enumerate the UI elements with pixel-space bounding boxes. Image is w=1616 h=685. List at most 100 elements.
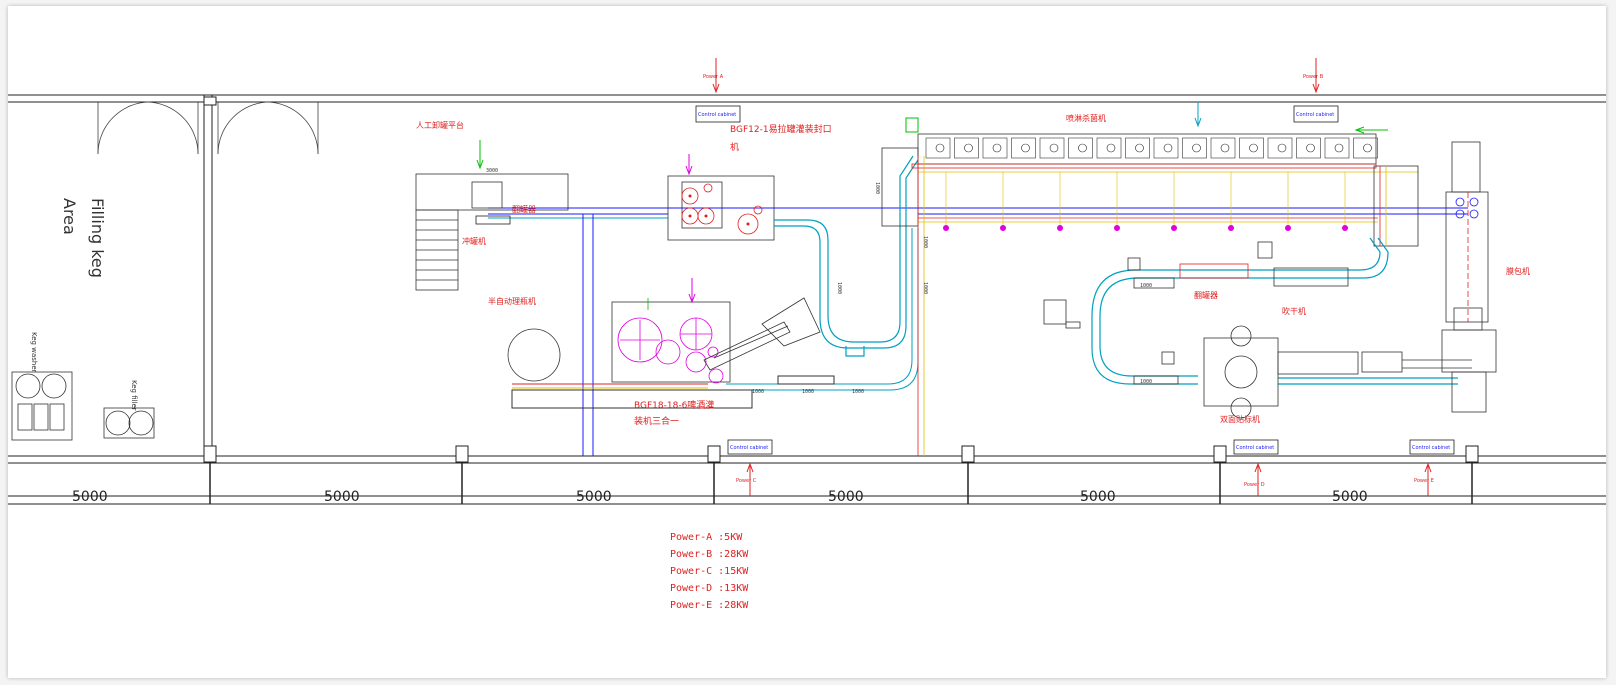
sdim-3: 1000 [802, 389, 814, 395]
spray-nozzle-icon [1306, 143, 1315, 153]
warmer-2 [1127, 241, 1349, 385]
spray-nozzle-icon [1220, 143, 1230, 153]
bcf12-machine [667, 175, 775, 241]
power-label-e: Power E [1414, 478, 1434, 484]
label-labeler: 双面贴标机 [1220, 414, 1260, 424]
conveyor-curve-1 [774, 155, 919, 357]
spray-nozzle-icon [1106, 143, 1116, 153]
power-line-a: Power-A :5KW [670, 532, 743, 543]
spray-unit [1210, 137, 1236, 159]
spray-nozzle-icon [992, 143, 1002, 153]
label-can-rinser: 冲罐机 [462, 236, 486, 246]
spray-nozzle-icon [964, 143, 973, 153]
spray-valve-icon [1228, 225, 1234, 231]
label-dryer: 吹干机 [1282, 306, 1306, 316]
spray-sterilizer [881, 133, 1419, 456]
power-label-a: Power A [703, 74, 724, 80]
spray-unit [1296, 137, 1321, 159]
power-line-d: Power-D :13KW [670, 583, 749, 594]
spray-nozzle-icon [1363, 143, 1372, 153]
can-rinser-station [415, 173, 569, 291]
bcf18-machine [611, 298, 731, 384]
building-walls [8, 94, 1606, 505]
spray-unit [1324, 137, 1350, 159]
spray-valve-icon [1285, 225, 1291, 231]
label-bcf12-2: 机 [730, 141, 739, 153]
small-dimension-labels: 3000 1000 1000 1000 1000 1000 1000 1000 … [486, 168, 1152, 395]
green-arrow-1 [476, 140, 484, 170]
spray-unit [1182, 137, 1207, 159]
spray-nozzle-icon [1021, 143, 1030, 153]
cabinet-label-2: Control cabinet [1296, 112, 1334, 118]
dim-1: 5000 [72, 489, 108, 505]
dimension-ticks [209, 463, 1473, 504]
power-summary: Power-A :5KW Power-B :28KW Power-C :15KW… [670, 532, 749, 611]
doors [97, 101, 319, 155]
spray-unit [1039, 137, 1065, 159]
spray-nozzle-icon [1049, 143, 1059, 153]
spray-nozzle-icon [1334, 143, 1344, 153]
conveyor-main [488, 207, 1468, 456]
spray-unit [1096, 137, 1122, 159]
spray-nozzle-icon [1078, 143, 1087, 153]
power-line-c: Power-C :15KW [670, 566, 749, 577]
spray-unit [1267, 137, 1293, 159]
inclined-conveyor [703, 297, 821, 371]
spray-nozzle-icon [1192, 143, 1201, 153]
spray-nozzle-icon [1277, 143, 1287, 153]
power-arrow-labels: Power A Power B Power C Power D Power E [703, 74, 1434, 488]
dim-5: 5000 [1080, 489, 1116, 505]
power-line-b: Power-B :28KW [670, 549, 749, 560]
conveyor-lower [511, 228, 919, 409]
power-arrows [712, 58, 1432, 496]
power-label-d: Power D [1244, 482, 1265, 488]
spray-valve-icon [1171, 225, 1177, 231]
labeler-machine [1203, 325, 1472, 419]
spray-valve-icon [943, 225, 949, 231]
magenta-arrow-2 [688, 278, 696, 304]
dimension-labels: 5000 5000 5000 5000 5000 5000 [72, 489, 1368, 505]
label-manual-platform: 人工卸罐平台 [416, 120, 464, 130]
wrapper-machine [1441, 141, 1497, 413]
label-can-warmer-2: 翻罐器 [1194, 290, 1218, 300]
layout-drawing: 5000 5000 5000 5000 5000 5000 Filling ke… [8, 58, 1606, 611]
green-arrows [905, 117, 1388, 134]
sdim-2: 1000 [752, 389, 764, 395]
spray-valve-icon [1057, 225, 1063, 231]
cabinet-label-1: Control cabinet [698, 112, 736, 118]
cabinet-label-3: Control cabinet [730, 445, 768, 451]
small-box [1043, 299, 1081, 329]
machine-labels: 人工卸罐平台 BGF12-1易拉罐灌装封口 机 喷淋杀菌机 翻罐器 冲罐机 半自… [416, 113, 1530, 427]
keg-washer-label: Keg washer [30, 332, 38, 373]
area-label-line1: Filling keg [88, 198, 107, 278]
power-label-c: Power C [736, 478, 757, 484]
spray-unit [1125, 137, 1150, 159]
label-bcf18: BGF18-18-6啤酒灌 [634, 399, 714, 411]
sdim-1: 3000 [486, 168, 498, 174]
power-label-b: Power B [1303, 74, 1324, 80]
cabinet-label-5: Control cabinet [1412, 445, 1450, 451]
keg-filler-label: Keg filler [130, 380, 138, 411]
spray-unit [1239, 137, 1264, 159]
label-bcf18-2: 装机三合一 [634, 415, 679, 427]
cabinet-label-4: Control cabinet [1236, 445, 1274, 451]
magenta-arrow-1 [685, 154, 693, 176]
power-line-e: Power-E :28KW [670, 600, 749, 611]
keg-filler [103, 407, 155, 439]
dim-4: 5000 [828, 489, 864, 505]
spray-unit [954, 137, 979, 159]
spray-units [925, 137, 1378, 159]
sdim-5: 1000 [1140, 283, 1152, 289]
spray-unit [1353, 137, 1378, 159]
sdim-4: 1000 [852, 389, 864, 395]
control-cabinet-labels: Control cabinet Control cabinet Control … [698, 112, 1450, 451]
sdim-10: 1000 [874, 182, 880, 194]
spray-unit [1153, 137, 1179, 159]
columns [203, 96, 1479, 463]
spray-valves [943, 172, 1348, 231]
filling-keg-area: Filling keg Area [60, 198, 107, 278]
spray-unit [982, 137, 1008, 159]
keg-washer [11, 371, 73, 441]
spray-nozzle-icon [1249, 143, 1258, 153]
dim-6: 5000 [1332, 489, 1368, 505]
